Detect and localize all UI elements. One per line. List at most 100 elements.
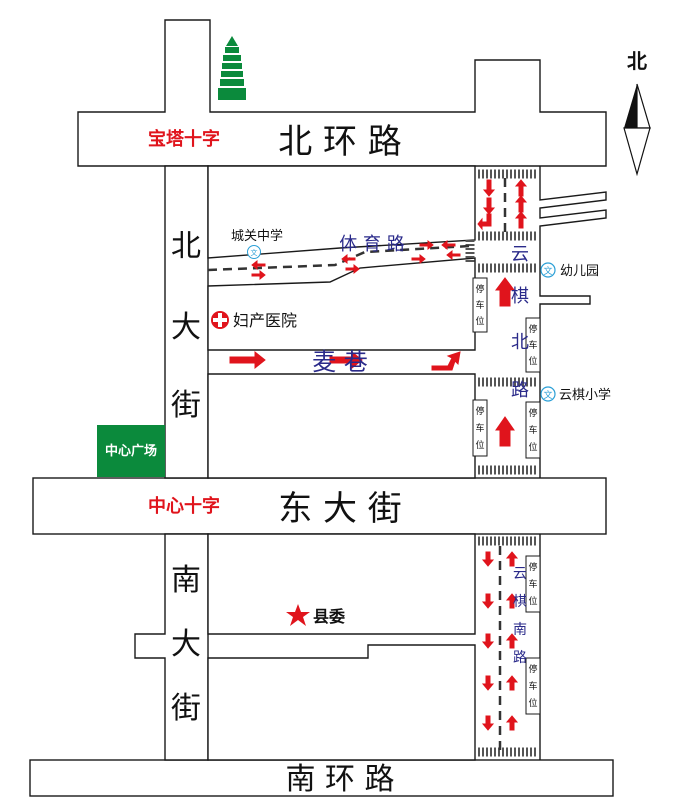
pagoda-icon bbox=[218, 36, 246, 100]
compass-north-label: 北 bbox=[627, 49, 647, 73]
arrow-right-icon bbox=[329, 350, 363, 370]
svg-text:棋: 棋 bbox=[511, 286, 529, 307]
svg-text:位: 位 bbox=[475, 439, 484, 451]
svg-text:路: 路 bbox=[513, 650, 527, 666]
svg-text:停: 停 bbox=[475, 283, 484, 295]
svg-text:文: 文 bbox=[543, 389, 552, 401]
north-ring-road bbox=[77, 19, 607, 167]
north-ring-road-label: 北 环 路 bbox=[278, 122, 402, 162]
yunqi-primary-label: 云棋小学 bbox=[559, 387, 611, 403]
arrow-right-icon bbox=[251, 269, 266, 281]
south-ring-road-label: 南 环 路 bbox=[285, 762, 394, 797]
svg-text:街: 街 bbox=[171, 388, 201, 423]
arrow-up-icon bbox=[495, 416, 515, 447]
block-north-school bbox=[207, 165, 476, 259]
block-county bbox=[207, 533, 476, 635]
svg-text:位: 位 bbox=[528, 441, 537, 453]
svg-text:文: 文 bbox=[251, 248, 258, 257]
arrow-up-icon bbox=[514, 211, 528, 229]
svg-text:南: 南 bbox=[171, 563, 201, 598]
tiyu-road-label: 体 育 路 bbox=[339, 234, 404, 255]
arrow-turn-icon bbox=[431, 351, 461, 371]
svg-text:云: 云 bbox=[513, 566, 527, 582]
svg-text:停: 停 bbox=[475, 405, 484, 417]
parking-spot: 停 车 位 bbox=[472, 277, 488, 333]
svg-text:停: 停 bbox=[528, 663, 537, 675]
svg-text:大: 大 bbox=[171, 627, 201, 662]
arrow-down-icon bbox=[482, 179, 496, 197]
svg-text:车: 车 bbox=[528, 680, 537, 692]
arrow-right-icon bbox=[345, 263, 360, 275]
south-street-label: 南 大 街 bbox=[171, 563, 201, 726]
svg-text:停: 停 bbox=[528, 407, 537, 419]
svg-text:位: 位 bbox=[528, 697, 537, 709]
hospital-label: 妇产医院 bbox=[233, 311, 297, 330]
arrow-left-icon bbox=[341, 253, 356, 265]
kindergarten-icon: 文 bbox=[540, 262, 556, 278]
svg-text:停: 停 bbox=[528, 323, 537, 335]
arrow-down-icon bbox=[482, 197, 496, 215]
svg-text:棋: 棋 bbox=[513, 594, 527, 610]
north-arrow-icon bbox=[624, 84, 637, 128]
block-square bbox=[207, 373, 476, 479]
svg-text:文: 文 bbox=[543, 265, 552, 277]
yunqi-south-road-label: 云 棋 南 路 bbox=[513, 566, 527, 666]
traffic-arrows bbox=[229, 179, 528, 731]
parking-spot: 停 车 位 bbox=[525, 657, 541, 715]
svg-text:车: 车 bbox=[528, 424, 537, 436]
yunqi-north-road-edge bbox=[539, 166, 607, 478]
compass: 北 bbox=[623, 49, 651, 177]
arrow-turn-icon bbox=[477, 213, 492, 231]
parking-spots: 停 车 位 停 车 位 停 车 位 停 车 位 停 车 位 bbox=[472, 277, 541, 715]
lane-label: 麦 巷 bbox=[312, 348, 368, 376]
block-hospital bbox=[207, 257, 476, 351]
parking-spot: 停 车 位 bbox=[472, 399, 488, 457]
arrow-left-icon bbox=[441, 239, 456, 251]
svg-text:车: 车 bbox=[475, 422, 484, 434]
arrow-up-icon bbox=[514, 195, 528, 213]
hospital-icon bbox=[211, 311, 229, 329]
north-street-label: 北 大 街 bbox=[171, 229, 201, 423]
svg-text:北: 北 bbox=[511, 332, 529, 353]
chengguan-school-label: 城关中学 bbox=[231, 228, 283, 244]
arrow-up-icon bbox=[495, 277, 515, 307]
crosswalks bbox=[465, 169, 538, 757]
svg-text:车: 车 bbox=[528, 578, 537, 590]
svg-text:车: 车 bbox=[528, 339, 537, 351]
arrow-right-icon bbox=[411, 253, 426, 265]
arrow-right-icon bbox=[229, 350, 266, 370]
center-square-block bbox=[97, 425, 165, 477]
svg-text:大: 大 bbox=[171, 310, 201, 345]
arrow-up-icon bbox=[514, 179, 528, 197]
arrow-right-icon bbox=[419, 239, 434, 251]
arrow-left-icon bbox=[251, 259, 266, 271]
center-square-label: 中心广场 bbox=[105, 443, 157, 459]
pagoda-cross-label: 宝塔十字 bbox=[148, 128, 220, 150]
yunqi-north-road-label: 云 棋 北 路 bbox=[511, 244, 529, 401]
star-icon bbox=[286, 604, 310, 626]
parking-spot: 停 车 位 bbox=[525, 317, 541, 373]
svg-text:车: 车 bbox=[475, 299, 484, 311]
svg-text:南: 南 bbox=[513, 622, 527, 638]
svg-text:街: 街 bbox=[171, 691, 201, 726]
svg-text:位: 位 bbox=[475, 315, 484, 327]
parking-spot: 停 车 位 bbox=[525, 401, 541, 459]
svg-text:位: 位 bbox=[528, 595, 537, 607]
svg-text:位: 位 bbox=[528, 355, 537, 367]
yunqi-south-arrows bbox=[481, 551, 519, 731]
kindergarten-label: 幼儿园 bbox=[560, 264, 599, 279]
east-street-road bbox=[32, 477, 607, 535]
county-committee-label: 县委 bbox=[313, 607, 346, 626]
svg-text:北: 北 bbox=[171, 229, 201, 264]
primary-school-icon: 文 bbox=[540, 386, 556, 402]
svg-text:路: 路 bbox=[511, 380, 529, 401]
arrow-left-icon bbox=[446, 249, 461, 261]
svg-text:云: 云 bbox=[511, 244, 529, 265]
block-south bbox=[207, 644, 476, 761]
school-icon: 文 bbox=[247, 245, 261, 259]
svg-text:停: 停 bbox=[528, 561, 537, 573]
parking-spot: 停 车 位 bbox=[525, 555, 541, 613]
center-cross-label: 中心十字 bbox=[148, 495, 220, 517]
east-street-label: 东 大 街 bbox=[278, 489, 402, 529]
